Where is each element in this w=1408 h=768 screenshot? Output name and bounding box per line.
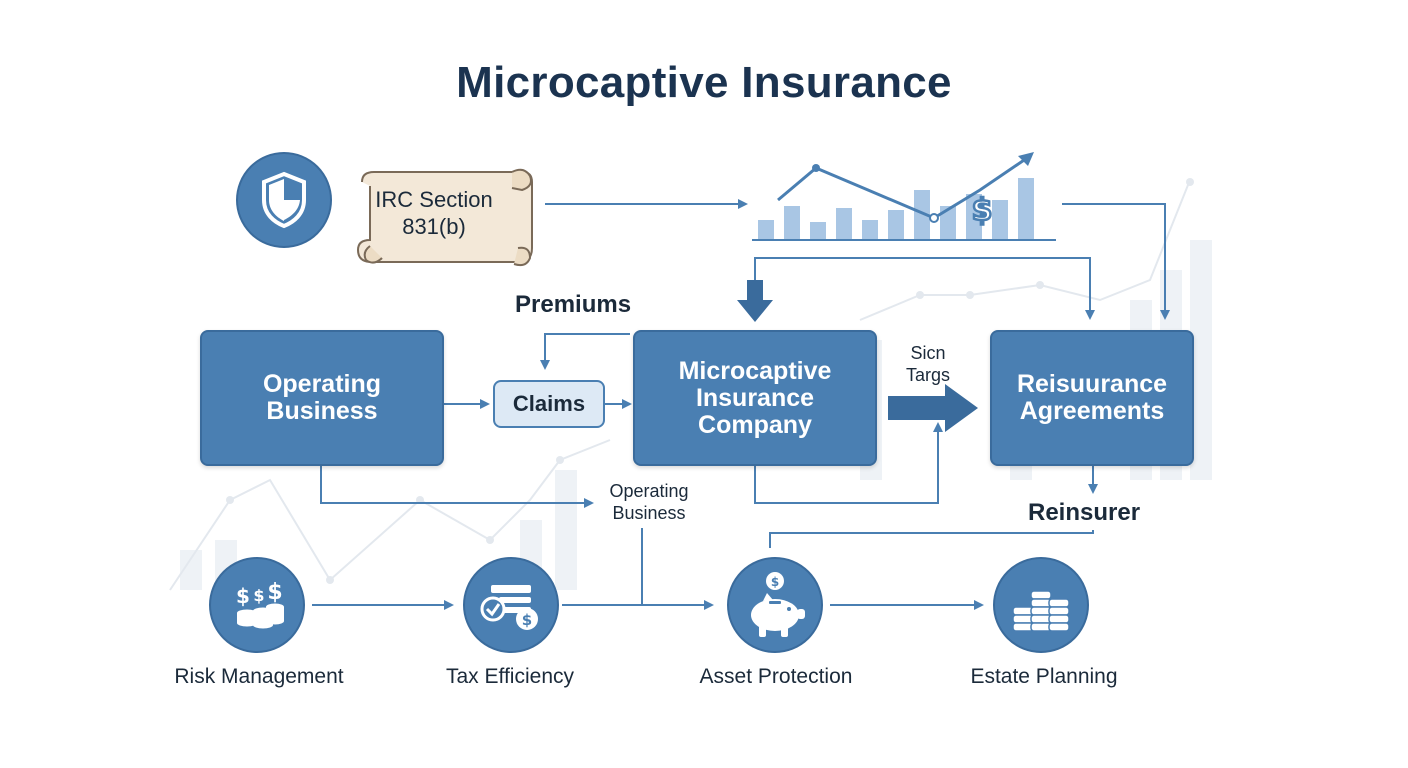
benefit-label-risk-management: Risk Management [174,665,344,688]
microcaptive-line-1: Microcaptive [678,356,832,385]
down-block-arrow [737,280,773,322]
benefit-label-estate-planning: Estate Planning [970,665,1118,688]
operating-business-line-2: Business [266,397,378,425]
operating-business-box[interactable]: Operating Business [200,330,444,466]
dollar-coins-icon: $ $ $ [209,557,305,653]
benefit-label-asset-protection: Asset Protection [699,665,853,688]
svg-text:$: $ [267,580,282,605]
right-block-arrow [888,384,978,432]
op-flow-line-2: Business [612,503,686,523]
operating-business-flow-label: Operating Business [594,480,704,524]
microcaptive-line-2: Insurance [695,383,815,412]
checklist-dollar-icon: $ [463,557,559,653]
shield-icon [236,152,332,248]
reinsurance-line-1: Reisuurance [1016,370,1168,398]
svg-text:$: $ [253,586,264,605]
microcaptive-insurance-company-box[interactable]: Microcaptive Insurance Company [633,330,877,466]
coin-stacks-icon [993,557,1089,653]
sicn-targs-label: Sicn Targs [898,342,958,386]
irc-line-1: IRC Section [375,187,493,212]
operating-business-line-1: Operating [262,370,382,398]
benefit-label-tax-efficiency: Tax Efficiency [446,665,574,688]
scroll-document-icon [356,168,533,267]
microcaptive-line-3: Company [698,410,812,439]
reinsurance-agreements-box[interactable]: Reisuurance Agreements [990,330,1194,466]
sicn-text: Sicn [910,343,946,363]
svg-text:$: $ [236,584,250,608]
claims-pill[interactable]: Claims [493,380,605,428]
piggy-bank-icon: $ [727,557,823,653]
svg-text:$: $ [522,611,532,629]
op-flow-line-1: Operating [609,481,689,501]
reinsurance-line-2: Agreements [1019,397,1165,425]
svg-text:$: $ [771,575,779,589]
bar-chart-trend-icon: $ [752,152,1056,241]
page-title: Microcaptive Insurance [456,58,952,107]
premiums-label: Premiums [515,291,632,318]
svg-text:$: $ [972,193,993,228]
targs-text: Targs [905,365,950,385]
reinsurer-label: Reinsurer [1028,499,1141,526]
irc-section-label: IRC Section 831(b) [352,186,516,240]
irc-line-2: 831(b) [402,214,466,239]
